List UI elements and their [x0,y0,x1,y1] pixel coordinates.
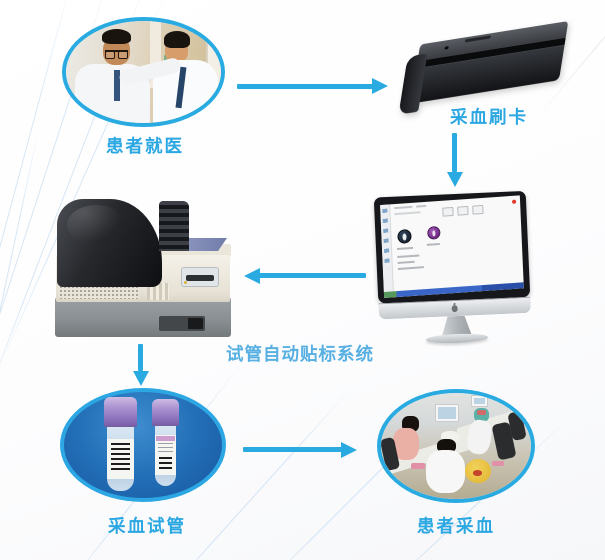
monitor-screen [380,195,524,298]
apple-logo-icon [451,304,458,313]
monitor-icon [373,190,538,350]
station-monitor [435,403,459,422]
machine-indicator [184,281,187,284]
doctor-hair [101,29,132,45]
machine-glass-dome [57,199,162,287]
machine-output-tray [159,316,205,331]
tube-cap [104,397,137,427]
app-icon-purple [427,225,441,240]
arrow-down-icon [138,344,143,371]
doctor-glasses [104,49,129,59]
station-monitor [471,395,488,407]
tray-item [477,409,486,416]
app-toolbar-left [380,204,394,292]
doctor-patient-photo [62,17,225,127]
blood-tube-icon [104,397,137,491]
visitor-hair [436,438,456,454]
blood-tubes-panel [60,388,226,502]
patient-hair [163,31,190,48]
machine-feeder-tower [159,201,189,251]
doctor-tie [114,69,121,101]
arrow-right-icon [243,447,342,452]
tray-item [411,462,425,470]
visitor-cap [441,431,459,443]
app-toolbar-button [472,204,484,215]
arrow-right-head-icon [341,442,357,458]
tray-item [492,460,504,467]
arrow-right-head-icon [372,78,388,94]
tube-body [107,427,134,491]
label-patient-draw: 患者采血 [417,516,495,536]
arrow-down-head-icon [132,371,149,386]
label-patient-visit: 患者就医 [106,136,184,156]
app-icon-dark [397,228,412,244]
door-frame [149,21,161,89]
arrow-down-icon [452,133,457,172]
card-reader-icon [398,21,578,115]
tube-body [155,426,176,486]
tube-cap [152,399,179,426]
labeling-machine-icon [55,197,233,337]
label-card-swipe: 采血刷卡 [450,107,528,127]
label-labeling-system: 试管自动贴标系统 [226,344,374,364]
taskbar [383,282,524,298]
arrow-left-icon [259,273,366,278]
arrow-right-icon [237,84,374,89]
visitor-body [426,450,465,493]
machine-vents [147,283,169,300]
monitor-bezel [373,190,531,304]
patient-body [393,427,419,460]
app-toolbar-button [442,206,454,217]
blood-tube-icon [152,399,179,486]
machine-label-slot [181,267,219,287]
close-button-icon [511,199,517,204]
blood-draw-room-photo [377,389,535,503]
label-blood-tubes: 采血试管 [108,516,186,536]
app-toolbar-button [457,205,469,216]
monitor-base [425,332,489,345]
arrow-left-head-icon [244,268,260,284]
plush-toy [465,458,491,484]
arrow-down-head-icon [446,172,463,187]
background-ray [0,123,41,437]
